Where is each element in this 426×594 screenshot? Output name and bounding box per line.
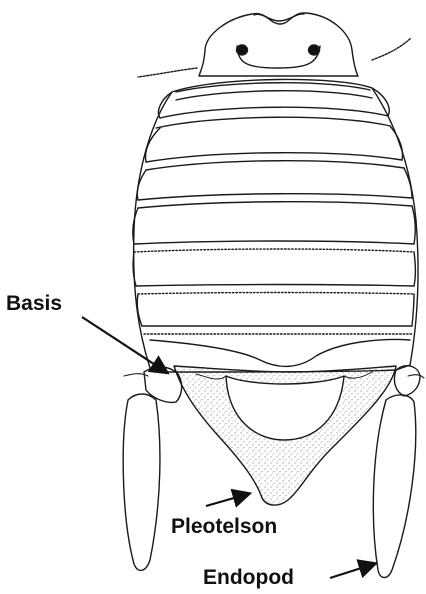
right-endopod xyxy=(373,395,415,578)
endopod-arrow xyxy=(330,564,374,578)
right-eye xyxy=(309,45,320,55)
pleotelson-label: Pleotelson xyxy=(171,515,277,539)
pereon-segments xyxy=(134,83,414,334)
left-antenna xyxy=(138,68,197,77)
basis-arrow xyxy=(82,317,166,372)
basis-label: Basis xyxy=(6,292,62,316)
pleotelson xyxy=(174,366,396,505)
left-eye xyxy=(237,45,248,55)
right-antenna xyxy=(372,38,411,60)
endopod-label: Endopod xyxy=(203,566,294,590)
head xyxy=(199,13,358,76)
pleon xyxy=(150,340,410,367)
pleotelson-arrow xyxy=(206,494,248,506)
left-endopod xyxy=(123,394,160,570)
